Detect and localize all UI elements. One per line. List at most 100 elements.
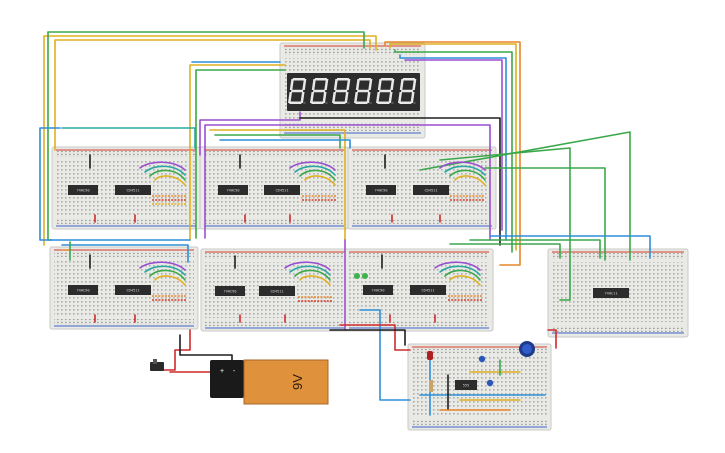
display-digits <box>287 78 417 105</box>
digit-2 <box>309 78 329 105</box>
resistor-array-board-2 <box>302 195 336 201</box>
decimal-point <box>325 101 328 105</box>
segment-a <box>380 78 393 81</box>
segment-e <box>375 92 381 103</box>
segment-g <box>312 89 326 93</box>
svg-text:CD4511: CD4511 <box>127 289 140 293</box>
chip-cd4511-board-2: CD4511 <box>264 185 300 195</box>
wire-harness <box>39 31 651 416</box>
segment-c <box>344 92 349 103</box>
resistor-array-board-6 <box>448 295 482 301</box>
segment-b <box>368 79 373 90</box>
chip-555-clock: 555 <box>455 380 477 390</box>
segment-g <box>400 89 414 93</box>
segment-a <box>314 78 327 81</box>
svg-text:CD4511: CD4511 <box>271 290 284 294</box>
segment-e <box>287 92 293 103</box>
svg-text:CD4511: CD4511 <box>425 189 438 193</box>
svg-text:74HC90: 74HC90 <box>77 289 90 293</box>
segment-c <box>366 92 371 103</box>
green-led-pair <box>354 273 368 279</box>
segment-d <box>289 101 302 104</box>
segment-e <box>397 92 403 103</box>
chip-74hc90-board-4: 74HC90 <box>68 285 98 295</box>
segment-d <box>377 101 390 104</box>
segment-f <box>355 79 360 90</box>
decimal-point <box>303 101 306 105</box>
chip-74hc90-board-1: 74HC90 <box>68 185 98 195</box>
segment-b <box>412 79 417 90</box>
segment-d <box>399 101 412 104</box>
segment-a <box>402 78 415 81</box>
capacitors <box>478 355 494 387</box>
segment-c <box>388 92 393 103</box>
digit-1 <box>287 78 307 105</box>
digit-6 <box>397 78 417 105</box>
segment-a <box>336 78 349 81</box>
segment-g <box>378 89 392 93</box>
svg-text:74HC11: 74HC11 <box>605 292 618 296</box>
svg-text:74HC90: 74HC90 <box>375 189 388 193</box>
segment-g <box>334 89 348 93</box>
decimal-point <box>347 101 350 105</box>
svg-text:74HC90: 74HC90 <box>372 289 385 293</box>
chip-cd4511-board-1: CD4511 <box>115 185 151 195</box>
digit-3 <box>331 78 351 105</box>
segment-d <box>311 101 324 104</box>
segment-g <box>356 89 370 93</box>
chip-cd4511-board-5: CD4511 <box>259 286 295 296</box>
decimal-point <box>391 101 394 105</box>
chip-cd4511-board-3: CD4511 <box>413 185 449 195</box>
segment-f <box>399 79 404 90</box>
svg-text:74HC90: 74HC90 <box>77 189 90 193</box>
segment-f <box>333 79 338 90</box>
resistor-array-board-4 <box>152 295 186 301</box>
segment-d <box>333 101 346 104</box>
segment-a <box>292 78 305 81</box>
battery-label: 9V <box>290 374 305 390</box>
chip-cd4511-board-4: CD4511 <box>115 285 151 295</box>
chip-74hc90-board-3: 74HC90 <box>366 185 396 195</box>
segment-g <box>290 89 304 93</box>
clock-resistor <box>429 380 433 392</box>
segment-d <box>355 101 368 104</box>
segment-e <box>331 92 337 103</box>
digit-4 <box>353 78 373 105</box>
chip-74hc11-logic: 74HC11 <box>593 288 629 298</box>
digit-5 <box>375 78 395 105</box>
segment-e <box>309 92 315 103</box>
segment-b <box>346 79 351 90</box>
chip-cd4511-board-6: CD4511 <box>410 285 446 295</box>
battery-minus-label: - <box>233 368 236 375</box>
svg-text:74HC90: 74HC90 <box>224 290 237 294</box>
battery-plus-label: + <box>220 368 224 375</box>
segment-a <box>358 78 371 81</box>
segment-f <box>289 79 294 90</box>
decimal-point <box>369 101 372 105</box>
segment-f <box>377 79 382 90</box>
segment-c <box>300 92 305 103</box>
segment-b <box>390 79 395 90</box>
battery-9v: + - 9V <box>210 359 329 405</box>
svg-text:555: 555 <box>463 384 470 388</box>
segment-c <box>322 92 327 103</box>
chip-74hc90-board-6: 74HC90 <box>363 285 393 295</box>
decimal-point <box>413 101 416 105</box>
segment-b <box>302 79 307 90</box>
svg-text:74HC90: 74HC90 <box>227 189 240 193</box>
svg-text:CD4511: CD4511 <box>422 289 435 293</box>
chip-74hc90-board-2: 74HC90 <box>218 185 248 195</box>
resistor-array-board-3 <box>450 195 484 201</box>
power-switch[interactable] <box>150 359 164 371</box>
segment-b <box>324 79 329 90</box>
potentiometer[interactable] <box>519 341 535 357</box>
clock-breadboard[interactable] <box>407 343 552 431</box>
chip-74hc90-board-5: 74HC90 <box>215 286 245 296</box>
segment-c <box>410 92 415 103</box>
resistor-array-board-5 <box>298 296 332 302</box>
resistor-array-board-1 <box>152 195 186 205</box>
segment-e <box>353 92 359 103</box>
segment-f <box>311 79 316 90</box>
svg-text:CD4511: CD4511 <box>276 189 289 193</box>
